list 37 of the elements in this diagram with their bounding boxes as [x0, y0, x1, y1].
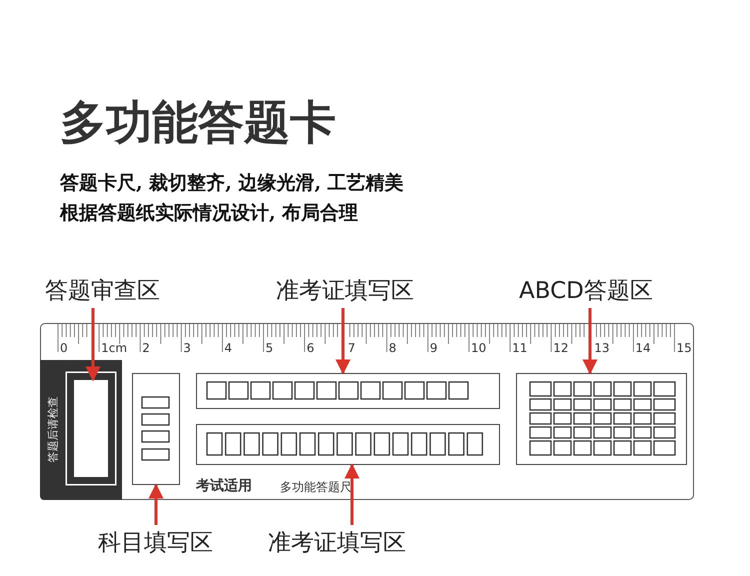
ruler-number: 5: [266, 341, 274, 355]
ruler-number: 3: [183, 341, 191, 355]
ruler-number: 11: [512, 341, 528, 355]
ruler-number: 10: [471, 341, 486, 355]
ruler-caption: 多功能答题尺: [280, 479, 352, 496]
ruler-number: 0: [60, 341, 68, 355]
arrow: [148, 484, 164, 525]
ruler-number: 13: [594, 341, 610, 355]
ruler-number: 12: [553, 341, 568, 355]
arrow: [86, 308, 100, 382]
arrow: [582, 308, 598, 374]
callout-label: 答题审查区: [45, 275, 160, 306]
ruler-number: 7: [348, 341, 356, 355]
callout-label: 科目填写区: [98, 527, 213, 558]
ruler-number: 6: [306, 341, 314, 355]
id-number-frame: [196, 424, 500, 465]
subtitle-line: 答题卡尺, 裁切整齐, 边缘光滑, 工艺精美: [60, 171, 404, 196]
arrow: [344, 464, 360, 525]
ruler-number: 9: [430, 341, 438, 355]
answer-grid-frame: [516, 373, 687, 465]
vertical-note: 答题后请检查: [46, 396, 60, 462]
id-number-frame: [196, 373, 500, 409]
ruler-number: 14: [635, 341, 651, 355]
callout-label: 准考证填写区: [268, 527, 406, 558]
check-panel: [40, 360, 122, 500]
ruler-number: 2: [142, 341, 150, 355]
ruler-number: 1cm: [101, 341, 128, 355]
ruler-number: 8: [388, 341, 396, 355]
subtitle-line: 根据答题纸实际情况设计, 布局合理: [60, 201, 358, 226]
ruler-caption: 考试适用: [196, 477, 252, 495]
callout-label: ABCD答题区: [519, 275, 653, 306]
subject-frame: [132, 373, 180, 485]
ruler-number: 4: [224, 341, 232, 355]
title: 多功能答题卡: [60, 94, 336, 151]
callout-label: 准考证填写区: [276, 275, 414, 306]
arrow: [336, 308, 350, 374]
ruler-number: 15: [676, 341, 692, 355]
